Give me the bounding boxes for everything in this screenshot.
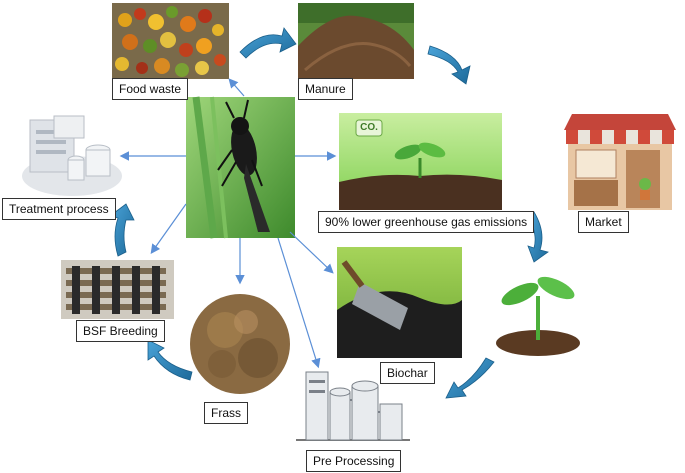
label-biochar: Biochar [380, 362, 435, 384]
cycle-arrows [109, 27, 549, 399]
label-market: Market [578, 211, 629, 233]
food-waste-photo [112, 3, 229, 79]
label-pre-processing: Pre Processing [306, 450, 402, 472]
frass-photo [190, 294, 290, 394]
seedling-illustration [496, 276, 580, 356]
label-bsf-breeding: BSF Breeding [76, 320, 165, 342]
treatment-plant-illustration [22, 115, 122, 196]
co-badge: CO. [360, 122, 378, 133]
pre-processing-plant-illustration [296, 371, 410, 441]
label-frass: Frass [204, 402, 248, 424]
label-food-waste: Food waste [112, 78, 189, 100]
emissions-photo [339, 113, 502, 210]
bsf-breeding-photo [61, 260, 174, 319]
label-treatment-process: Treatment process [2, 198, 116, 220]
market-illustration [564, 114, 676, 210]
black-soldier-fly-photo [186, 96, 295, 239]
fly-output-arrows [119, 78, 337, 369]
label-emissions: 90% lower greenhouse gas emissions [318, 211, 535, 233]
manure-photo [298, 3, 414, 79]
label-manure: Manure [298, 78, 353, 100]
biochar-photo [337, 247, 462, 358]
